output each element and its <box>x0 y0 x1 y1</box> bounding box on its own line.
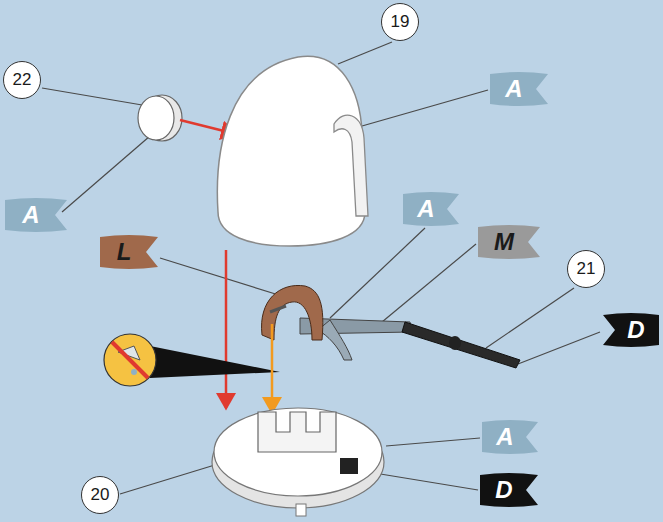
callout-text: 22 <box>13 70 32 90</box>
prohibit-bar <box>112 342 148 378</box>
leader-line <box>42 88 148 106</box>
callout-text: 20 <box>91 485 110 505</box>
leader-line <box>486 288 574 348</box>
callout-text: 21 <box>577 259 596 279</box>
flag-fill <box>5 198 67 232</box>
flag-text: M <box>494 228 514 256</box>
leader-line <box>330 228 425 318</box>
leader-line <box>362 90 488 126</box>
callout-number: 20 <box>81 476 119 514</box>
flag-label: L <box>100 235 158 269</box>
disk-part <box>138 96 174 140</box>
flag-label: A <box>482 420 538 454</box>
base-tab <box>296 504 306 516</box>
flag-fill <box>478 225 540 259</box>
assembly-arrow <box>225 250 228 408</box>
shaft-collar <box>449 336 461 350</box>
shaft-part <box>402 322 520 368</box>
flag-text: D <box>627 316 644 344</box>
leader-line <box>120 464 218 494</box>
flag-label: A <box>403 192 459 226</box>
flag-fill <box>490 72 548 106</box>
no-lube-icon <box>104 334 156 386</box>
flag-label: D <box>480 473 538 507</box>
callout-number: 21 <box>567 250 605 288</box>
leader-line <box>382 244 476 322</box>
callout-number: 19 <box>381 3 419 41</box>
flag-text: A <box>417 195 434 223</box>
flag-label: A <box>490 72 548 106</box>
leader-line <box>160 258 282 296</box>
cap-part <box>217 56 365 246</box>
leader-lines <box>42 42 600 494</box>
flag-text: A <box>505 75 522 103</box>
flag-fill <box>482 420 538 454</box>
base-clip <box>340 458 358 474</box>
flag-label: D <box>603 313 659 347</box>
flag-fill <box>100 235 158 269</box>
oil-drop <box>131 369 137 375</box>
flag-fill <box>480 473 538 507</box>
callout-text: 19 <box>391 12 410 32</box>
callout-number: 22 <box>3 61 41 99</box>
base-bracket <box>258 412 336 452</box>
flag-text: D <box>495 476 512 504</box>
lever-head <box>262 285 323 340</box>
leader-line <box>62 136 150 212</box>
assembly-arrow <box>271 324 274 412</box>
icon-pointer <box>150 346 280 378</box>
base-part <box>214 408 382 496</box>
flag-text: A <box>496 423 513 451</box>
lever-pin <box>270 306 286 312</box>
cap-slot <box>334 115 368 216</box>
flag-text: A <box>22 201 39 229</box>
flag-label: M <box>478 225 540 259</box>
flag-text: L <box>117 238 132 266</box>
flag-fill <box>403 192 459 226</box>
flag-label: A <box>5 198 67 232</box>
leader-line <box>386 438 480 446</box>
flag-fill <box>603 313 659 347</box>
leader-line <box>338 42 392 64</box>
leader-line <box>518 332 600 364</box>
